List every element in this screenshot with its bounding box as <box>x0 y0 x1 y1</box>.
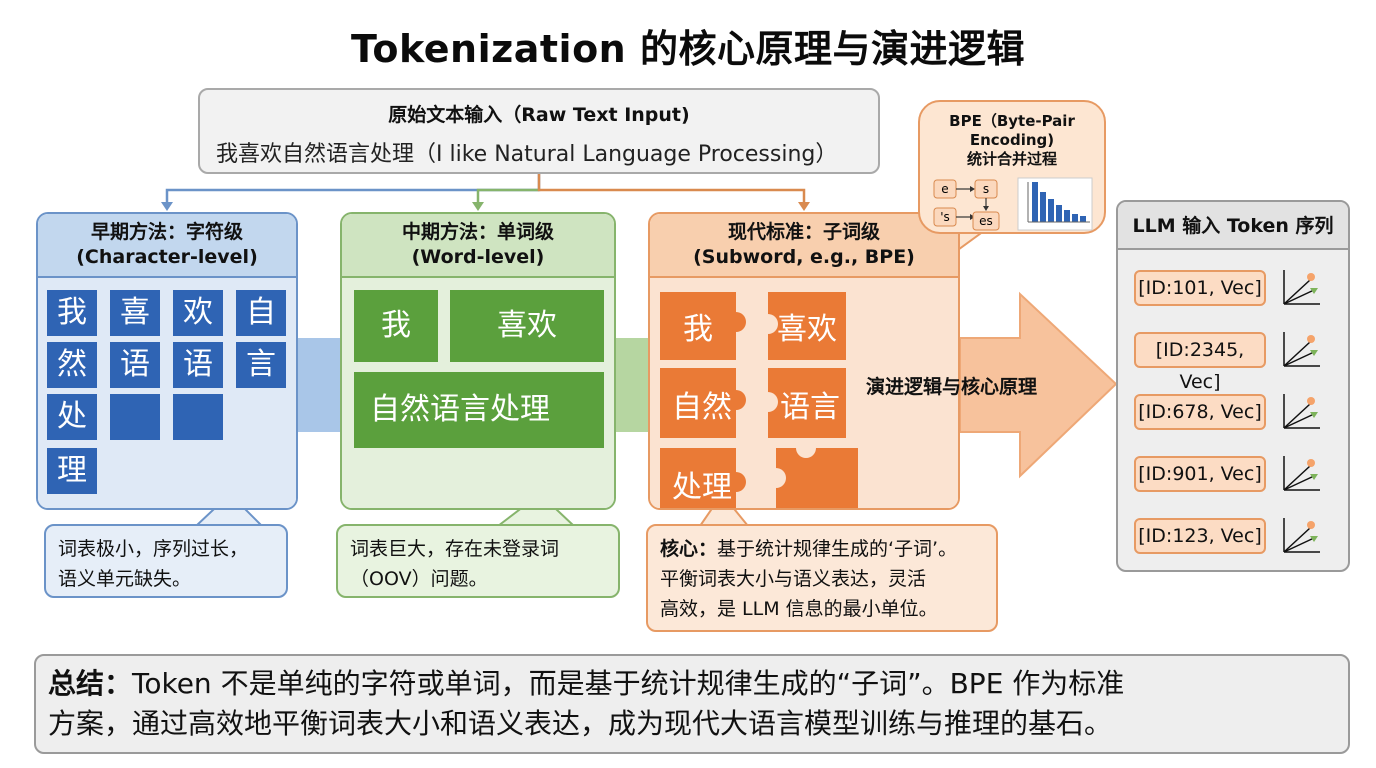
panel-character-level: 早期方法：字符级 (Character-level) 我 喜 欢 自 然 语 语… <box>36 212 298 510</box>
char-tile: 语 <box>173 342 223 388</box>
summary-label: 总结： <box>48 667 133 700</box>
panel-char-body: 我 喜 欢 自 然 语 语 言 处 理 <box>38 278 296 508</box>
raw-text-input-box: 原始文本输入（Raw Text Input) 我喜欢自然语言处理（I like … <box>198 88 880 174</box>
token-item: [ID:123, Vec] <box>1134 518 1266 554</box>
word-tile: 我 <box>354 290 438 362</box>
callout-subword-level: 核心：基于统计规律生成的‘子词’。 平衡词表大小与语义表达，灵活 高效，是 LL… <box>646 524 998 632</box>
connector-to-sub <box>537 174 806 206</box>
char-tile: 理 <box>47 448 97 494</box>
callout-core-label: 核心： <box>660 538 718 560</box>
callout-line: （OOV）问题。 <box>350 568 488 590</box>
bpe-token: s <box>983 182 989 196</box>
char-tile-empty <box>173 394 223 440</box>
subword-tile: 喜欢 <box>777 312 837 347</box>
evolution-label: 演进逻辑与核心原理 <box>866 376 1038 398</box>
bpe-token: es <box>979 214 993 228</box>
bpe-bubble: BPE（Byte-Pair Encoding) 统计合并过程 e s 's es <box>918 100 1106 234</box>
subword-tile: 自然 <box>672 390 732 425</box>
callout-line: 词表巨大，存在未登录词 <box>350 538 560 560</box>
char-tile: 处 <box>47 394 97 440</box>
raw-input-text: 我喜欢自然语言处理（I like Natural Language Proces… <box>216 142 838 167</box>
subword-tile: 语言 <box>780 390 840 425</box>
bpe-title-line: Encoding) <box>969 131 1055 149</box>
panel-word-body: 我 喜欢 自然语言处理 <box>342 278 614 508</box>
panel-sub-body: 我 喜欢 自然 语言 处理 <box>650 278 958 508</box>
token-item: [ID:678, Vec] <box>1134 394 1266 430</box>
summary-text: Token 不是单纯的字符或单词，而是基于统计规律生成的“子词”。BPE 作为标… <box>132 667 1125 700</box>
char-tile: 然 <box>47 342 97 388</box>
panel-subword-level: 现代标准：子词级 (Subword, e.g., BPE) 我 喜欢 自然 语言 <box>648 212 960 510</box>
connector-to-word-arrowhead <box>472 202 484 211</box>
puzzle-piece <box>660 292 746 360</box>
token-item: [ID:2345, Vec] <box>1134 332 1266 393</box>
panel-char-title: 早期方法：字符级 <box>90 221 243 243</box>
callout-line: 平衡词表大小与语义表达，灵活 <box>660 568 927 590</box>
bpe-title-line: 统计合并过程 <box>966 150 1057 168</box>
token-item: [ID:101, Vec] <box>1134 270 1266 306</box>
llm-header: LLM 输入 Token 序列 <box>1118 202 1348 250</box>
char-tile: 喜 <box>110 290 160 336</box>
connector-to-char-arrowhead <box>161 202 173 211</box>
puzzle-piece <box>768 292 846 360</box>
callout-text: 基于统计规律生成的‘子词’。 <box>717 538 958 560</box>
evolution-arrow <box>959 291 1118 479</box>
vector-icon <box>1283 394 1320 429</box>
char-tile: 欢 <box>173 290 223 336</box>
vector-icon <box>1283 456 1320 491</box>
callout-line: 核心：基于统计规律生成的‘子词’。 <box>660 534 996 564</box>
summary-line: 方案，通过高效地平衡词表大小和语义表达，成为现代大语言模型训练与推理的基石。 <box>48 707 1113 740</box>
bridge-char-word <box>298 338 340 432</box>
panel-sub-title: 现代标准：子词级 <box>727 221 880 243</box>
panel-char-header: 早期方法：字符级 (Character-level) <box>38 214 296 278</box>
callout-line: 高效，是 LLM 信息的最小单位。 <box>660 598 938 620</box>
bpe-token: 's <box>940 210 950 224</box>
panel-char-subtitle: (Character-level) <box>76 246 258 268</box>
word-tile: 自然语言处理 <box>354 372 604 448</box>
puzzle-piece <box>768 368 846 438</box>
summary-line: 总结：Token 不是单纯的字符或单词，而是基于统计规律生成的“子词”。BPE … <box>48 664 1348 704</box>
char-tile-empty <box>110 394 160 440</box>
char-tile: 语 <box>110 342 160 388</box>
token-item: [ID:901, Vec] <box>1134 456 1266 492</box>
connector-to-sub-arrowhead <box>798 202 810 211</box>
puzzle-piece <box>660 368 746 438</box>
word-tile: 喜欢 <box>450 290 604 362</box>
subword-tile: 处理 <box>672 470 732 505</box>
subword-tile: 我 <box>683 312 713 347</box>
panel-sub-subtitle: (Subword, e.g., BPE) <box>693 246 915 268</box>
bpe-token: e <box>941 182 948 196</box>
callout-line: 语义单元缺失。 <box>58 568 192 590</box>
vector-icon <box>1283 518 1320 553</box>
vector-icon <box>1283 270 1320 305</box>
char-tile: 我 <box>47 290 97 336</box>
puzzle-piece <box>660 448 746 508</box>
llm-token-sequence: LLM 输入 Token 序列 [ID:101, Vec] [ID:2345, … <box>1116 200 1350 572</box>
bpe-title-line: BPE（Byte-Pair <box>949 112 1075 130</box>
callout-character-level: 词表极小，序列过长， 语义单元缺失。 <box>44 524 288 598</box>
summary-box: 总结：Token 不是单纯的字符或单词，而是基于统计规律生成的“子词”。BPE … <box>34 654 1350 754</box>
char-tile: 言 <box>236 342 286 388</box>
page-title: Tokenization 的核心原理与演进逻辑 <box>351 27 1025 71</box>
puzzle-piece-empty <box>776 448 858 508</box>
panel-word-level: 中期方法：单词级 (Word-level) 我 喜欢 自然语言处理 <box>340 212 616 510</box>
vector-icon <box>1283 332 1320 367</box>
panel-sub-header: 现代标准：子词级 (Subword, e.g., BPE) <box>650 214 958 278</box>
panel-word-subtitle: (Word-level) <box>411 246 545 268</box>
char-tile: 自 <box>236 290 286 336</box>
connector-to-word <box>476 188 539 206</box>
callout-line: 词表极小，序列过长， <box>58 538 249 560</box>
bpe-title: BPE（Byte-Pair Encoding) 统计合并过程 <box>920 112 1104 169</box>
panel-word-header: 中期方法：单词级 (Word-level) <box>342 214 614 278</box>
puzzle-pieces <box>660 292 858 508</box>
callout-word-level: 词表巨大，存在未登录词 （OOV）问题。 <box>336 524 620 598</box>
bridge-word-sub <box>616 338 648 432</box>
bpe-merge-diagram: e s 's es <box>933 177 1093 231</box>
raw-input-header: 原始文本输入（Raw Text Input) <box>388 104 690 126</box>
panel-word-title: 中期方法：单词级 <box>401 221 554 243</box>
